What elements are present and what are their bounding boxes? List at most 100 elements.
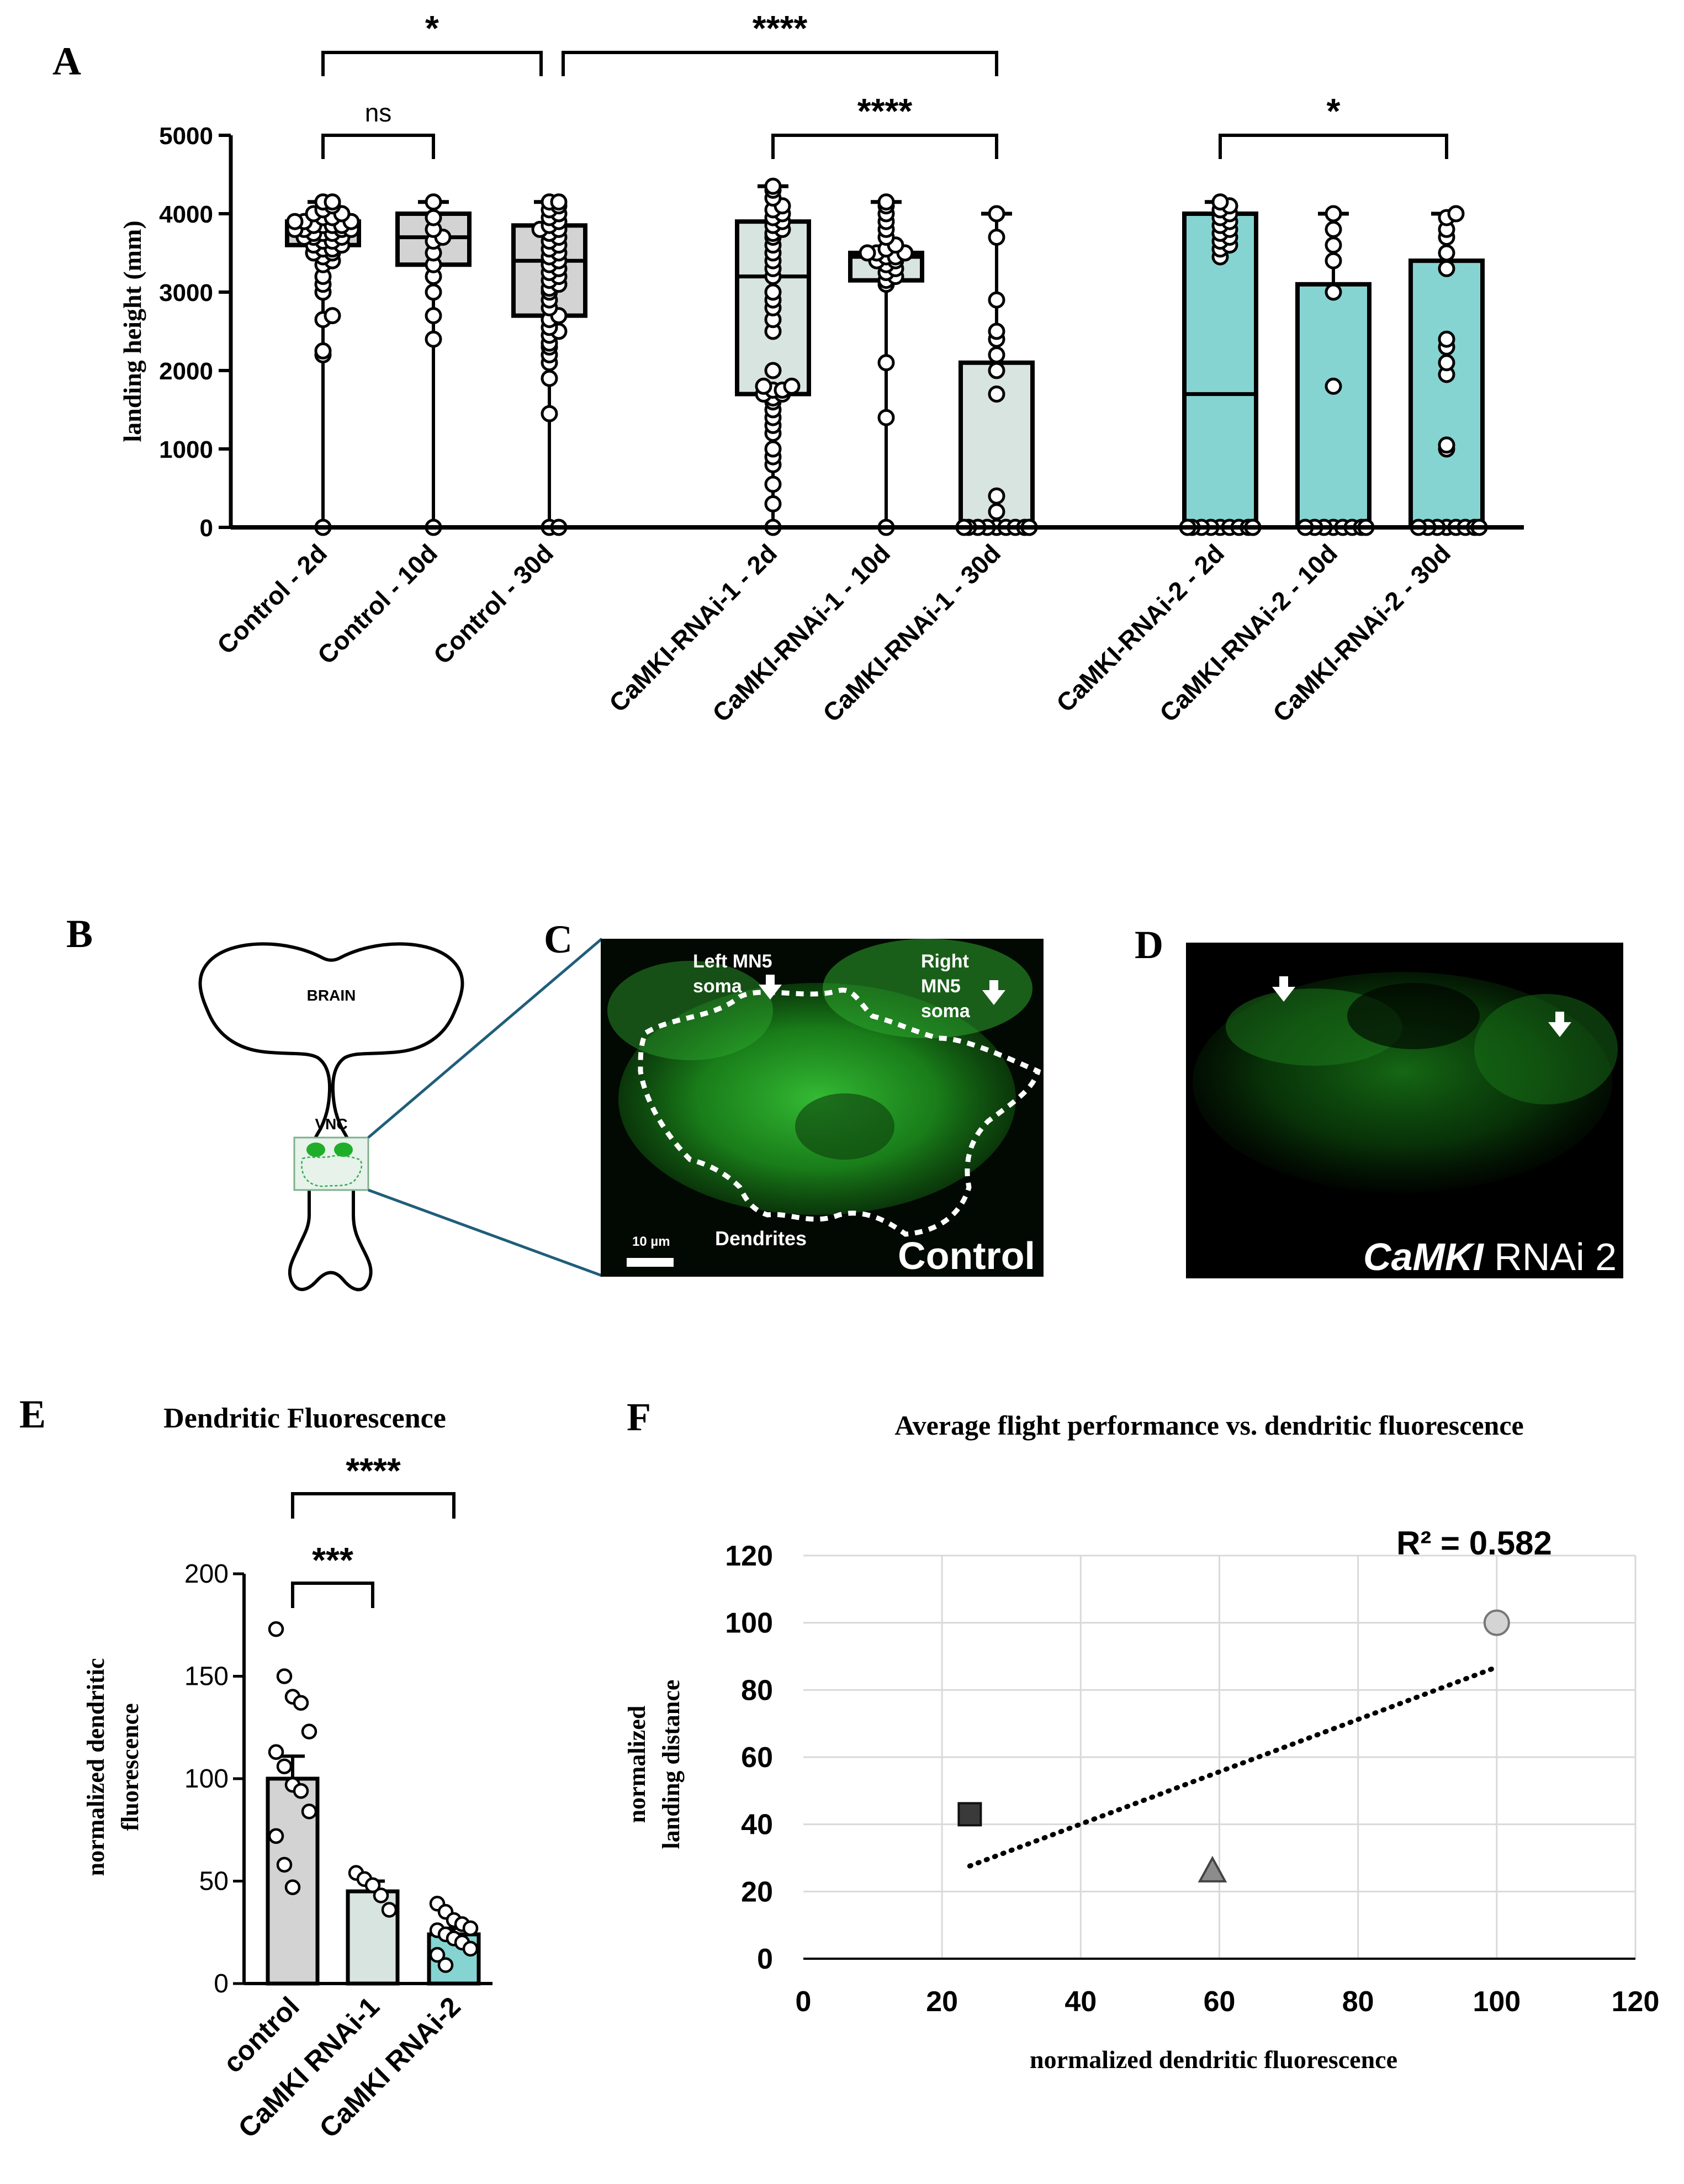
chart-a-y-tick-label: 4000 — [159, 201, 213, 228]
chart-f-y-tick-label: 120 — [725, 1540, 773, 1572]
rnai2-fluorescence-right — [1474, 994, 1618, 1104]
fluorescence-glow-left — [607, 961, 773, 1060]
panel-letter-f: F — [627, 1395, 651, 1439]
zoom-connector-bottom — [368, 1188, 602, 1277]
chart-a-point — [1325, 283, 1342, 301]
chart-a-group — [395, 193, 472, 536]
fluorescence-dark-core — [795, 1093, 894, 1160]
rnai2-right-arrow — [1548, 1012, 1571, 1037]
left-soma-arrow — [759, 975, 782, 1000]
right-label: Right — [921, 951, 969, 972]
chart-a-point — [988, 487, 1005, 505]
chart-a-point — [324, 193, 341, 211]
chart-a-point — [988, 291, 1005, 309]
chart-a-significance-label: **** — [857, 91, 913, 131]
chart-e-point — [276, 1857, 293, 1873]
chart-a-box — [1408, 258, 1485, 530]
chart-f-point-square — [957, 1802, 982, 1827]
chart-a-category-label: Control - 2d — [211, 538, 332, 659]
chart-a-y-tick-label: 0 — [200, 515, 213, 542]
chart-a-point — [541, 405, 558, 422]
chart-a-point — [425, 283, 442, 301]
chart-a-y-tick-label: 5000 — [159, 123, 213, 150]
chart-a-point — [425, 209, 442, 226]
right-soma-arrow — [982, 980, 1005, 1005]
chart-a-box — [1182, 211, 1258, 530]
chart-a-group — [735, 177, 811, 536]
brain-outline — [198, 942, 464, 1292]
micrograph-control: Left MN5 soma Right MN5 soma Dendrites 1… — [601, 939, 1044, 1277]
chart-a-point — [1325, 377, 1342, 395]
chart-f-y-tick-label: 40 — [741, 1809, 773, 1841]
chart-a-category-label: CaMKI-RNAi-1 - 30d — [817, 538, 1006, 727]
chart-a-point — [1211, 193, 1229, 211]
chart-a-point — [988, 346, 1005, 364]
left-mn5-soma-marker — [306, 1143, 325, 1157]
chart-a-point — [877, 193, 895, 211]
chart-f-x-tick-label: 40 — [1065, 1986, 1097, 2018]
condition-label-rnai2-gene: CaMKI — [1363, 1235, 1484, 1278]
chart-e-ylabel-1: normalized dendritic — [82, 1658, 109, 1876]
chart-a-point — [1438, 436, 1455, 454]
chart-a-significance-bracket — [562, 51, 998, 76]
chart-f-xlabel: normalized dendritic fluorescence — [1030, 2045, 1397, 2074]
chart-e-significance-bracket — [291, 1582, 374, 1608]
chart-e-category-label: CaMKI RNAi-1 — [232, 1991, 385, 2144]
chart-e-point — [301, 1723, 317, 1739]
chart-a-point — [324, 307, 341, 325]
dendrite-outline — [638, 987, 1041, 1237]
chart-a-point — [1325, 236, 1342, 254]
panel-letter-c: C — [544, 917, 573, 961]
chart-e-point — [381, 1902, 398, 1918]
chart-a-group — [1179, 193, 1262, 536]
chart-a-ylabel: landing height (mm) — [118, 220, 146, 442]
chart-a-y-tick-label: 3000 — [159, 279, 213, 306]
condition-label-rnai2: CaMKI RNAi 2 — [1363, 1235, 1617, 1278]
chart-f-x-tick-label: 0 — [796, 1986, 812, 2018]
chart-a-group — [1408, 205, 1488, 536]
chart-a-point — [859, 244, 876, 262]
chart-a-significance-bracket — [321, 134, 435, 159]
chart-a-point — [425, 193, 442, 211]
chart-e-category-label: CaMKI RNAi-2 — [313, 1991, 466, 2144]
chart-a-significance-label: * — [1327, 91, 1341, 131]
chart-a-point — [764, 495, 782, 512]
chart-a-point — [764, 475, 782, 493]
chart-a-point — [425, 330, 442, 348]
chart-a-point — [764, 177, 782, 195]
chart-e-significance-label: *** — [312, 1540, 353, 1580]
chart-a-group — [955, 205, 1038, 536]
chart-a-point — [1325, 220, 1342, 238]
chart-a-point — [1438, 354, 1455, 372]
chart-f-y-tick-label: 80 — [741, 1674, 773, 1706]
chart-a-group — [285, 193, 361, 536]
vnc-region-box — [293, 1136, 369, 1191]
chart-a-point — [764, 440, 782, 458]
chart-e-point — [276, 1668, 293, 1684]
chart-a-point — [314, 342, 332, 359]
chart-a-group — [511, 193, 587, 536]
scale-bar — [627, 1258, 674, 1267]
chart-e-point — [462, 1940, 479, 1957]
brain-label: BRAIN — [307, 987, 356, 1004]
chart-a-point — [877, 354, 895, 372]
chart-a-group — [1295, 205, 1375, 536]
micrograph-camki-rnai2: CaMKI RNAi 2 — [1186, 943, 1623, 1278]
chart-a-significance-label: **** — [753, 8, 808, 48]
right-soma-label: soma — [921, 1001, 971, 1022]
chart-e-ylabel-2: fluorescence — [116, 1703, 144, 1831]
panel-letter-e: E — [19, 1392, 46, 1436]
chart-e-point — [364, 1877, 381, 1894]
chart-e-point — [293, 1695, 309, 1711]
chart-e-y-tick-label: 100 — [184, 1764, 229, 1794]
chart-a-point — [1438, 330, 1455, 348]
chart-a-point — [1438, 260, 1455, 277]
chart-f-x-tick-label: 60 — [1204, 1986, 1236, 2018]
chart-a-significance-bracket — [1219, 134, 1448, 159]
chart-e-significance-bracket — [291, 1492, 456, 1519]
chart-a-point — [1325, 205, 1342, 223]
